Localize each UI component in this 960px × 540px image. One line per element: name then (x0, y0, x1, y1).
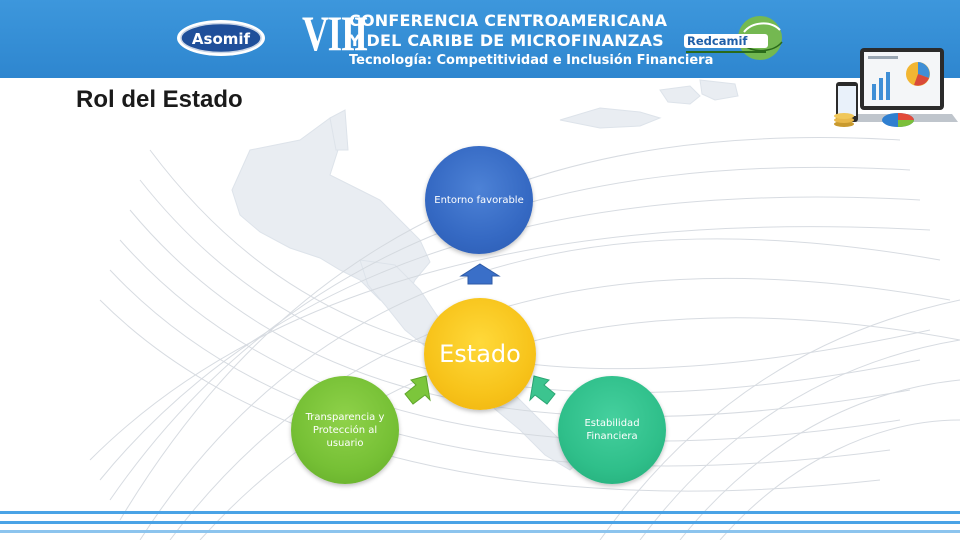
node-entorno-favorable-label: Entorno favorable (434, 194, 524, 206)
asomif-logo: Asomif (177, 20, 265, 56)
header-banner: Asomif VIII CONFERENCIA CENTROAMERICANA … (0, 0, 960, 78)
node-transparencia-label: Transparencia y Protección al usuario (305, 411, 385, 449)
conference-title-line2: Y DEL CARIBE DE MICROFINANZAS (349, 31, 664, 50)
tablet-chart-illustration (834, 48, 958, 127)
footer-stripe (0, 521, 960, 524)
node-estabilidad-financiera: Estabilidad Financiera (558, 376, 666, 484)
page-title: Rol del Estado (76, 86, 243, 113)
redcamif-logo: Redcamif (684, 16, 783, 60)
node-estabilidad-financiera-label: Estabilidad Financiera (584, 418, 640, 442)
conference-subtitle: Tecnología: Competitividad e Inclusión F… (349, 53, 714, 68)
redcamif-logo-text: Redcamif (687, 34, 748, 48)
conference-title-line1: CONFERENCIA CENTROAMERICANA (349, 11, 668, 30)
node-estado-center: Estado (424, 298, 536, 410)
node-transparencia: Transparencia y Protección al usuario (291, 376, 399, 484)
asomif-logo-text: Asomif (192, 30, 251, 48)
arrow-left-icon (404, 375, 431, 405)
arrow-up-icon (459, 263, 501, 285)
node-entorno-favorable: Entorno favorable (425, 146, 533, 254)
arrow-right-icon (529, 375, 556, 405)
footer-stripe (0, 511, 960, 514)
conference-numeral: VIII (302, 5, 368, 61)
node-estado-label: Estado (439, 340, 521, 368)
footer-stripe (0, 530, 960, 533)
